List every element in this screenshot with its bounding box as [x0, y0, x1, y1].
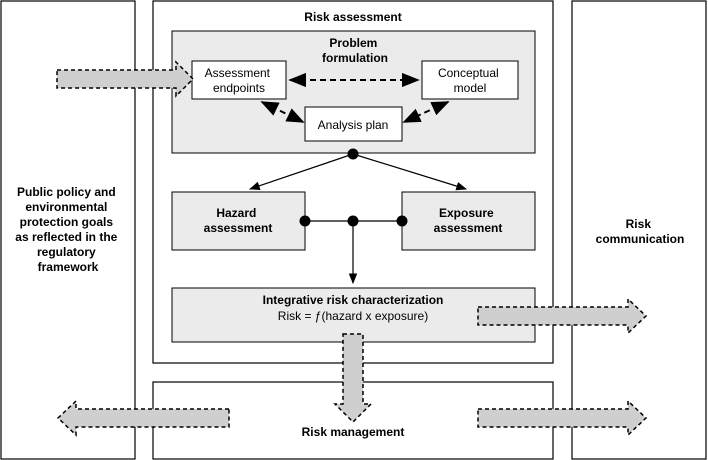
node-dot: [299, 215, 311, 227]
exposure-assessment-line: Exposure: [439, 206, 494, 220]
hazard-assessment-line: Hazard: [216, 206, 256, 220]
model-plan-arrow: [402, 101, 450, 123]
integrative-risk-formula: Risk = ƒ(hazard x exposure): [278, 309, 428, 323]
management-down-arrow: [333, 333, 373, 424]
right-panel: [571, 0, 707, 460]
analysis-plan-box: [304, 106, 403, 142]
problem-formulation-title: Problem formulation: [322, 36, 388, 65]
node-dot: [347, 215, 359, 227]
left-panel-line: environmental: [25, 200, 107, 214]
left-panel-line: protection goals: [20, 215, 114, 229]
problem-formulation-line: Problem: [329, 36, 377, 50]
assessment-endpoints-text: Assessment endpoints: [205, 66, 274, 95]
conceptual-model-text: Conceptual model: [438, 66, 502, 95]
management-communication-arrow: [477, 399, 648, 437]
input-arrow: [56, 60, 195, 98]
policy-feedback-arrow: [56, 399, 230, 437]
left-panel-line: framework: [38, 260, 99, 274]
left-panel-line: regulatory: [37, 245, 96, 259]
node-dot: [347, 148, 359, 160]
assessment-endpoints-box: [191, 60, 287, 100]
hazard-assessment-line: assessment: [204, 221, 273, 235]
hazard-assessment-text: Hazard assessment: [204, 206, 273, 235]
assessment-endpoints-line: Assessment: [205, 66, 271, 80]
left-panel-text: Public policy and environmental protecti…: [15, 185, 120, 274]
exposure-assessment-box: [401, 191, 536, 251]
integrative-risk-box: [171, 287, 536, 343]
exposure-assessment-text: Exposure assessment: [434, 206, 503, 235]
right-panel-line: communication: [596, 232, 685, 246]
right-panel-line: Risk: [626, 217, 652, 231]
left-panel-line: as reflected in the: [15, 230, 117, 244]
conceptual-model-line: Conceptual: [438, 66, 499, 80]
conceptual-model-box: [421, 60, 519, 100]
connector-to-exposure: [352, 153, 468, 191]
left-panel-line: Public policy and: [17, 185, 116, 199]
communication-arrow: [477, 297, 648, 335]
risk-assessment-title: Risk assessment: [304, 10, 401, 24]
problem-formulation-line: formulation: [322, 51, 388, 65]
node-dot: [396, 215, 408, 227]
conceptual-model-line: model: [454, 81, 487, 95]
assessment-endpoints-line: endpoints: [213, 81, 265, 95]
integrative-risk-title: Integrative risk characterization: [263, 293, 444, 307]
endpoints-plan-arrow: [260, 101, 305, 123]
analysis-plan-text: Analysis plan: [318, 118, 389, 132]
hazard-assessment-box: [171, 191, 306, 251]
exposure-assessment-line: assessment: [434, 221, 503, 235]
right-panel-text: Risk communication: [596, 217, 685, 246]
risk-management-label: Risk management: [302, 425, 405, 439]
connector-to-hazard: [248, 153, 354, 190]
